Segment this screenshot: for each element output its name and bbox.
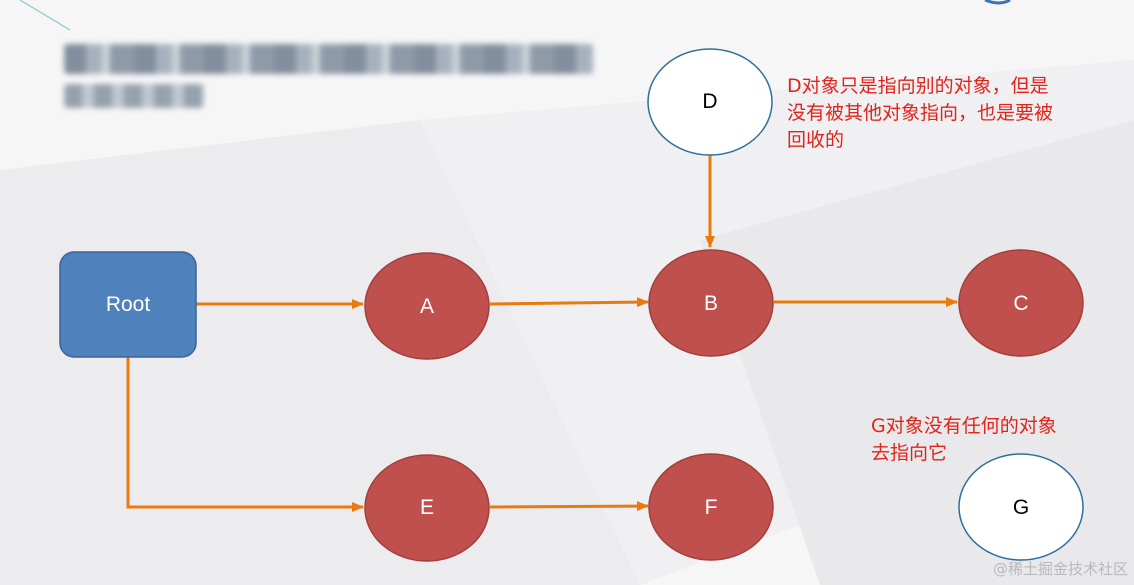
d-annotation: D对象只是指向别的对象，但是 没有被其他对象指向，也是要被 回收的 [787, 73, 1053, 154]
node-f [648, 453, 774, 561]
node-e [364, 454, 490, 562]
node-b [648, 249, 774, 357]
g-annotation: G对象没有任何的对象 去指向它 [871, 413, 1057, 467]
d-annotation-line-1: D对象只是指向别的对象，但是 [787, 75, 1049, 97]
node-root [59, 251, 197, 358]
g-annotation-line-2: 去指向它 [871, 442, 948, 464]
node-c-label: C [1013, 292, 1029, 315]
blurred-title [64, 44, 594, 74]
node-d [647, 48, 773, 156]
edge-a-b [489, 297, 649, 308]
watermark: @稀土掘金技术社区 [992, 560, 1128, 578]
edge-root-e [126, 357, 364, 512]
node-g [958, 453, 1084, 561]
g-annotation-line-1: G对象没有任何的对象 [871, 415, 1057, 437]
node-d-label: D [702, 90, 718, 113]
node-f-label: F [704, 496, 718, 519]
edges [126, 155, 958, 512]
d-annotation-line-3: 回收的 [787, 129, 845, 151]
edge-e-f [489, 501, 649, 512]
d-annotation-line-2: 没有被其他对象指向，也是要被 [787, 102, 1054, 124]
node-a [364, 252, 490, 360]
node-b-label: B [703, 292, 719, 315]
blurred-subtitle [64, 84, 204, 108]
node-e-label: E [419, 496, 435, 519]
node-root-label: Root [105, 293, 151, 316]
node-c [958, 249, 1084, 357]
node-a-label: A [419, 295, 435, 318]
node-g-label: G [1012, 496, 1030, 519]
